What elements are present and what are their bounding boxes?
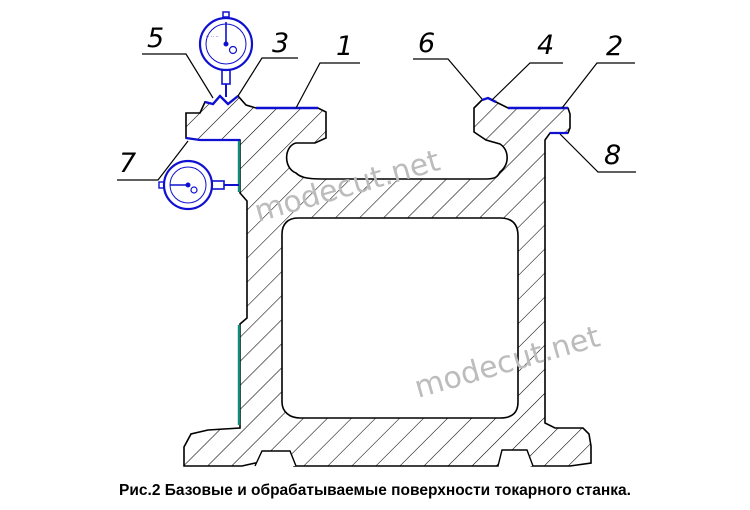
leader-2 <box>561 62 635 109</box>
lathe-bed-cross-section-diagram: ·· ·· ·· 5 3 1 6 4 2 7 8 modecut.net mod… <box>117 11 636 467</box>
dial-indicator-top-icon: ·· ·· ·· <box>198 11 254 97</box>
bed-section <box>183 94 592 467</box>
callout-7: 7 <box>119 148 136 179</box>
surface-4 <box>481 96 497 104</box>
figure-caption: Рис.2 Базовые и обрабатываемые поверхнос… <box>119 482 631 499</box>
callout-4: 4 <box>537 30 554 61</box>
leader-7 <box>117 140 189 181</box>
callout-6: 6 <box>418 28 435 59</box>
surface-7 <box>185 136 240 142</box>
callout-1: 1 <box>336 31 353 62</box>
leader-6 <box>413 58 483 100</box>
leader-lines <box>117 53 636 181</box>
callout-2: 2 <box>606 31 623 62</box>
surface-v-guide <box>204 94 239 106</box>
callout-5: 5 <box>147 23 164 54</box>
watermark-2: modecut.net <box>411 319 605 405</box>
svg-text:·· ·· ··: ·· ·· ·· <box>206 34 219 40</box>
base-recess-left <box>254 450 297 467</box>
dial-indicator-left-icon <box>158 159 239 211</box>
base-recess-right <box>497 449 534 467</box>
leader-1 <box>295 62 360 109</box>
leader-3 <box>237 57 298 97</box>
callout-3: 3 <box>272 28 289 59</box>
leader-8 <box>559 133 636 173</box>
callout-8: 8 <box>604 140 621 171</box>
leader-4 <box>491 62 563 101</box>
leader-5 <box>142 53 214 99</box>
